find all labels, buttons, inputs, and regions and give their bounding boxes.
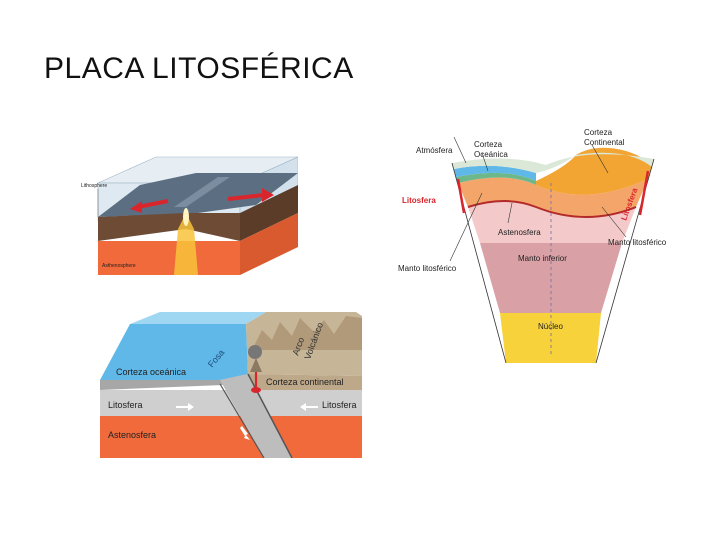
slide-title: PLACA LITOSFÉRICA (44, 52, 354, 86)
ridge-lithosphere-label: Lithosphere (81, 183, 107, 189)
volcano-ash (248, 345, 262, 359)
oceanic-crust-label-line2: Oceánica (474, 150, 508, 159)
oceanic-crust-label: Corteza oceánica (116, 367, 186, 377)
atmosphere-leader (454, 137, 466, 163)
asthenosphere-label: Astenosfera (108, 430, 156, 440)
oceanic-crust-label-line1: Corteza (474, 140, 503, 149)
lower-mantle-label: Manto inferior (518, 254, 567, 263)
magma-core (183, 208, 189, 226)
ridge-lithosphere-front (98, 213, 186, 241)
atmosphere-label: Atmósfera (416, 146, 453, 155)
lithospheric-mantle-left-label: Manto litosférico (398, 264, 457, 273)
asthenosphere-label: Astenosfera (498, 228, 541, 237)
subduction-diagram: Fosa Arco Volcánico Corteza oceánica Cor… (100, 310, 362, 458)
lithospheric-mantle-right-label: Manto litosférico (608, 238, 667, 247)
subduction-ocean-top (130, 312, 266, 324)
ridge-asthenosphere-front (98, 241, 240, 275)
ridge-asthenosphere-label: Asthenosphere (102, 263, 136, 269)
core-layer (500, 313, 601, 363)
lithosphere-left-label: Litosfera (108, 400, 143, 410)
core-label: Núcleo (538, 322, 563, 331)
ridge-block-diagram: Lithosphere Asthenosphere (78, 155, 298, 277)
continental-crust-label: Corteza continental (266, 377, 344, 387)
lithosphere-left-label: Litosfera (402, 196, 436, 205)
magma-chamber (251, 387, 261, 393)
continental-crust-label-line1: Corteza (584, 128, 613, 137)
lithosphere-right-label: Litosfera (322, 400, 357, 410)
continental-crust-label-line2: Continental (584, 138, 625, 147)
earth-wedge-diagram: Atmósfera Corteza Oceánica Corteza Conti… (396, 123, 692, 370)
